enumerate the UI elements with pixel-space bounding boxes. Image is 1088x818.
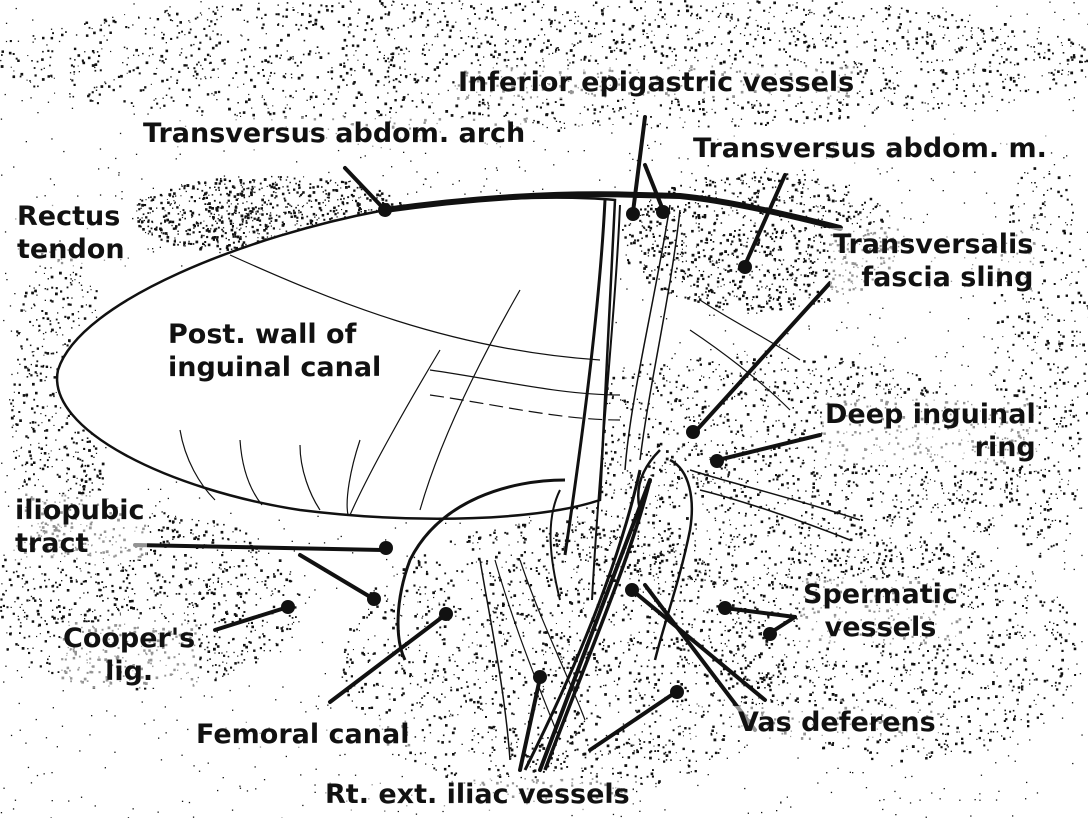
label-rt-ext-iliac-vessels: Rt. ext. iliac vessels (322, 778, 633, 811)
label-transversus-abdom-arch: Transversus abdom. arch (140, 117, 528, 150)
label-posterior-wall: Post. wall of inguinal canal (165, 318, 384, 384)
label-coopers-ligament: Cooper's lig. (60, 622, 198, 688)
label-inferior-epigastric-vessels: Inferior epigastric vessels (455, 66, 857, 99)
label-spermatic-vessels: Spermatic vessels (800, 578, 961, 644)
femoral-canal-outline (398, 480, 585, 760)
label-rectus-tendon: Rectus tendon (14, 200, 128, 266)
label-transversalis-fascia-sling: Transversalis fascia sling (830, 228, 1036, 294)
label-vas-deferens: Vas deferens (735, 706, 939, 739)
label-transversus-abdom-m: Transversus abdom. m. (690, 132, 1050, 165)
label-deep-inguinal-ring: Deep inguinal ring (822, 398, 1039, 464)
label-femoral-canal: Femoral canal (193, 718, 412, 751)
label-iliopubic-tract: iliopubic tract (12, 494, 147, 560)
